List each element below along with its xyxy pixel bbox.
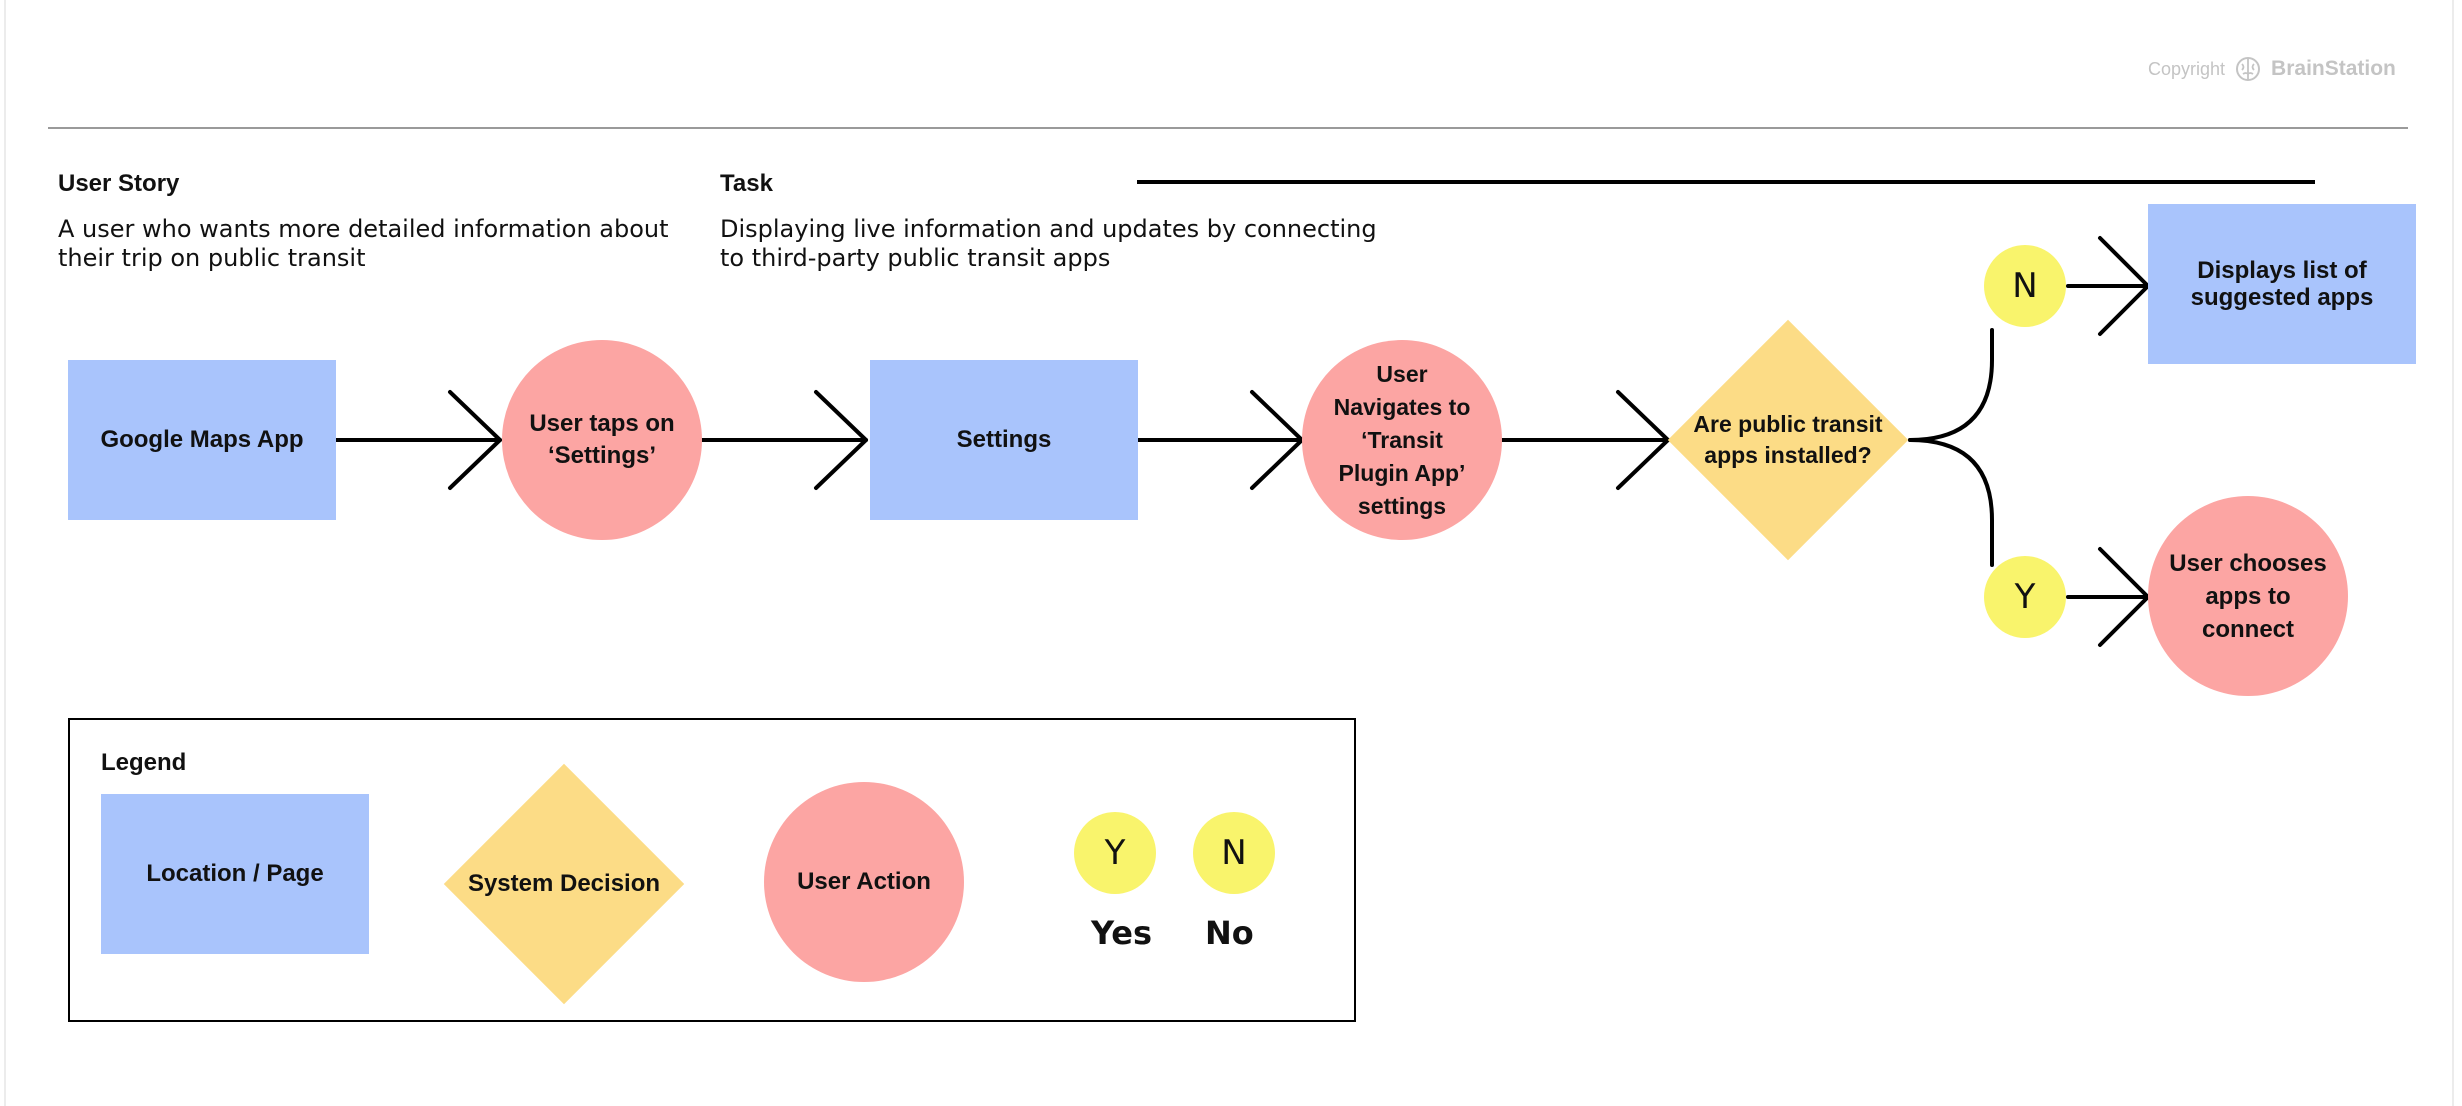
no-branch-marker: N [1984, 245, 2066, 327]
legend-no-label: No [1205, 914, 1254, 952]
choose-line-1: User chooses [2169, 549, 2327, 577]
canvas-left-border [4, 0, 6, 1106]
brain-icon [2236, 57, 2261, 81]
suggested-line-2: suggested apps [2190, 284, 2374, 311]
legend-yes-marker: Y [1074, 812, 1156, 894]
legend-yes-label: Yes [1091, 914, 1152, 952]
suggested-apps-node: Displays list of suggested apps [2148, 204, 2416, 364]
copyright-mark: Copyright BrainStation [2148, 56, 2396, 82]
legend-box [68, 718, 1356, 1022]
copyright-label: Copyright [2148, 58, 2226, 79]
task-line-2: to third-party public transit apps [720, 244, 1111, 272]
choose-line-3: connect [2201, 615, 2294, 643]
decision-line-2: apps installed? [1704, 442, 1872, 468]
user-story-heading: User Story [58, 170, 180, 197]
arrow-head-2 [814, 390, 868, 490]
decision-line-1: Are public transit [1693, 411, 1883, 437]
legend-no-marker: N [1193, 812, 1275, 894]
taps-settings-line-2: ‘Settings’ [547, 442, 656, 469]
branch-to-no [1908, 328, 1994, 442]
copyright-brand: BrainStation [2271, 57, 2396, 80]
legend-location-node: Location / Page [101, 794, 369, 954]
header-divider [48, 127, 2408, 129]
settings-node: Settings [870, 360, 1138, 520]
choose-line-2: apps to [2205, 582, 2291, 610]
user-chooses-apps-node: User chooses apps to connect [2148, 496, 2348, 696]
task-text: Displaying live information and updates … [720, 215, 1377, 273]
legend-action-node: User Action [764, 782, 964, 982]
decision-label: Are public transit apps installed? [1693, 409, 1882, 471]
user-story-text: A user who wants more detailed informati… [58, 215, 669, 273]
user-story-line-1: A user who wants more detailed informati… [58, 215, 669, 243]
user-navigates-node: User Navigates to ‘Transit Plugin App’ s… [1302, 340, 1502, 540]
suggested-line-1: Displays list of [2197, 257, 2367, 284]
task-underline [1137, 180, 2315, 184]
user-story-line-2: their trip on public transit [58, 244, 366, 272]
taps-settings-line-1: User taps on [529, 410, 675, 437]
legend-decision-node: System Decision [443, 763, 685, 1005]
navigates-line-4: Plugin App’ [1338, 459, 1466, 486]
navigates-line-3: ‘Transit [1361, 426, 1443, 453]
navigates-line-5: settings [1357, 492, 1447, 519]
google-maps-app-node: Google Maps App [68, 360, 336, 520]
branch-to-yes [1908, 438, 1994, 567]
arrow-head-1 [448, 390, 502, 490]
legend-decision-label: System Decision [467, 870, 661, 897]
task-line-1: Displaying live information and updates … [720, 215, 1377, 243]
yes-branch-marker: Y [1984, 556, 2066, 638]
canvas-right-border [2452, 0, 2454, 1106]
task-heading: Task [720, 170, 773, 197]
navigates-line-2: Navigates to [1333, 393, 1471, 420]
legend-title: Legend [101, 749, 187, 776]
user-taps-settings-node: User taps on ‘Settings’ [502, 340, 702, 540]
navigates-line-1: User [1376, 360, 1428, 387]
public-transit-decision-node: Are public transit apps installed? [1667, 319, 1909, 561]
